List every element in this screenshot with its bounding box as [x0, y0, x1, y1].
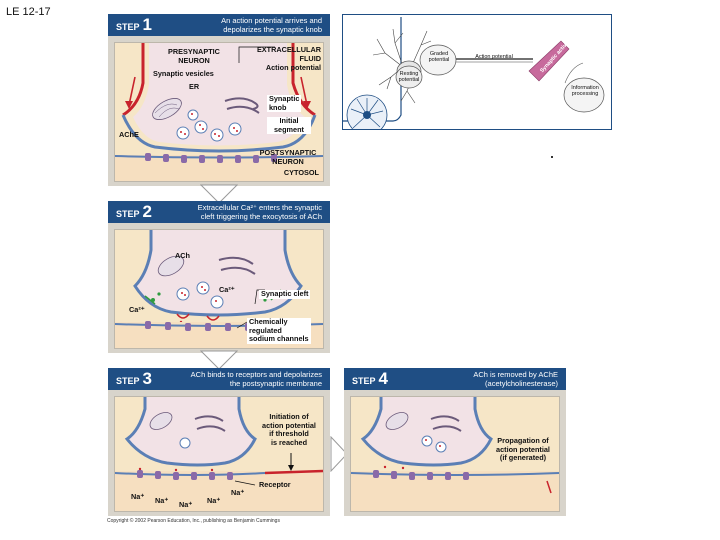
- step3-number: 3: [142, 369, 152, 388]
- sodium-label-2: Na⁺: [155, 496, 169, 505]
- step3-desc-line2: the postsynaptic membrane: [229, 379, 322, 388]
- copyright-text: Copyright © 2002 Pearson Education, Inc.…: [107, 518, 280, 524]
- step3-word: STEP: [116, 376, 140, 386]
- information-processing-label: Information processing: [571, 85, 599, 97]
- graded-potential-label: Graded potential: [428, 51, 450, 63]
- action-potential-label: Action potential: [265, 63, 321, 72]
- step4-word: STEP: [352, 376, 376, 386]
- arrow-step1-to-step2: [200, 184, 238, 204]
- synaptic-cleft-label: Synaptic cleft: [259, 289, 311, 299]
- sodium-label-1: Na⁺: [131, 492, 145, 501]
- step2-word: STEP: [116, 209, 140, 219]
- ach-label: ACh: [175, 251, 190, 260]
- action-potential-overview-label: Action potential: [475, 54, 513, 60]
- neuron-overview-graphic: [343, 15, 611, 129]
- step2-number: 2: [142, 202, 152, 221]
- cytosol-label: CYTOSOL: [283, 168, 319, 177]
- step2-desc-line1: Extracellular Ca²⁺ enters the synaptic: [197, 203, 322, 212]
- step1-desc-line1: An action potential arrives and: [221, 16, 322, 25]
- sodium-label-5: Na⁺: [231, 488, 245, 497]
- calcium-label-right: Ca²⁺: [219, 285, 235, 294]
- arrow-step3-to-step4: [330, 436, 348, 472]
- step1-desc-line2: depolarizes the synaptic knob: [223, 25, 322, 34]
- step4-number: 4: [378, 369, 388, 388]
- arrow-step2-to-step3: [200, 350, 238, 370]
- ache-label: AChE: [119, 130, 139, 139]
- calcium-label-left: Ca²⁺: [129, 305, 145, 314]
- resting-potential-label: Resting potential: [398, 71, 420, 83]
- step1-word: STEP: [116, 22, 140, 32]
- step1-number: 1: [142, 15, 152, 34]
- sodium-label-3: Na⁺: [179, 500, 193, 509]
- synaptic-vesicles-label: Synaptic vesicles: [153, 69, 214, 78]
- sodium-label-4: Na⁺: [207, 496, 221, 505]
- step3-desc-line1: ACh binds to receptors and depolarizes: [190, 370, 322, 379]
- receptor-label: Receptor: [259, 480, 291, 489]
- stray-dot: [551, 156, 553, 158]
- slide-label: LE 12-17: [6, 6, 51, 18]
- step4-desc-line2: (acetylcholinesterase): [485, 379, 558, 388]
- step4-desc-line1: ACh is removed by AChE: [473, 370, 558, 379]
- er-label: ER: [189, 82, 200, 91]
- overview-schematic: Graded potential Resting potential Actio…: [342, 14, 612, 130]
- step2-desc-line2: cleft triggering the exocytosis of ACh: [200, 212, 322, 221]
